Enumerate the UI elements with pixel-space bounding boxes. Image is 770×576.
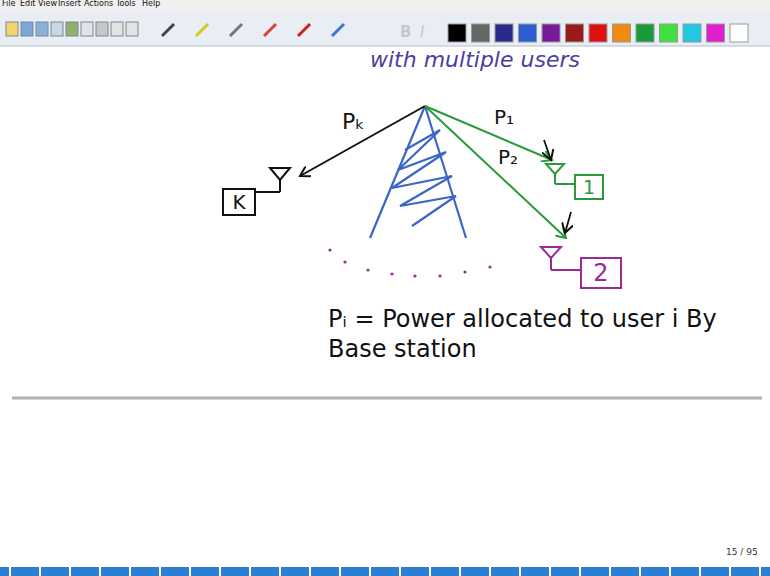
tool-icon <box>81 22 93 36</box>
user-box: 2 <box>580 257 622 289</box>
progress-tick <box>309 567 311 576</box>
base-station-tower <box>370 106 466 238</box>
menu-item: View <box>38 0 57 9</box>
toolbar-edge <box>0 46 770 47</box>
pointer-arrow <box>565 212 571 233</box>
antenna-symbol <box>541 247 580 270</box>
page-number: 15 / 95 <box>726 548 758 558</box>
menu-item: Actions <box>84 0 113 9</box>
tool-icon <box>96 22 108 36</box>
progress-tick <box>549 567 551 576</box>
user-box: 1 <box>574 174 604 200</box>
progress-tick <box>69 567 71 576</box>
color-swatch <box>660 24 678 42</box>
menu-item: Insert <box>58 0 81 9</box>
tool-icon <box>332 24 344 36</box>
toolbar <box>0 12 770 46</box>
color-swatch <box>589 24 607 42</box>
progress-tick <box>669 567 671 576</box>
color-palette <box>448 24 748 42</box>
color-swatch <box>566 24 584 42</box>
menu-item: Help <box>142 0 160 9</box>
slide-title: with multiple users <box>370 48 580 72</box>
menu-item: File <box>2 0 15 9</box>
power-label: P₁ <box>494 106 514 128</box>
tool-icon <box>162 24 174 36</box>
tool-icon <box>298 24 310 36</box>
progress-tick <box>39 567 41 576</box>
progress-tick <box>519 567 521 576</box>
color-swatch <box>472 24 490 42</box>
color-swatch <box>519 24 537 42</box>
progress-tick <box>609 567 611 576</box>
tool-icon <box>196 24 208 36</box>
color-swatch <box>495 24 513 42</box>
color-swatch <box>730 24 748 42</box>
tool-icon <box>21 22 33 36</box>
tool-icons <box>6 22 344 36</box>
progress-tick <box>429 567 431 576</box>
progress-tick <box>399 567 401 576</box>
user-box: K <box>222 188 256 216</box>
tool-icon <box>51 22 63 36</box>
user-label: 1 <box>583 176 595 198</box>
progress-tick <box>9 567 11 576</box>
progress-tick <box>369 567 371 576</box>
color-swatch <box>636 24 654 42</box>
user-label: 2 <box>593 259 608 287</box>
tool-icon <box>126 22 138 36</box>
power-arrow <box>300 106 425 176</box>
toolbar-button: B <box>400 24 411 41</box>
ellipsis-dots <box>328 248 491 277</box>
progress-tick <box>729 567 731 576</box>
progress-tick <box>99 567 101 576</box>
color-swatch <box>448 24 466 42</box>
color-swatch <box>542 24 560 42</box>
progress-tick <box>279 567 281 576</box>
tool-icon <box>111 22 123 36</box>
divider-line <box>12 397 762 400</box>
progress-tick <box>129 567 131 576</box>
power-arrow <box>425 106 552 160</box>
progress-tick <box>459 567 461 576</box>
power-arrow <box>425 106 566 238</box>
antenna-symbol <box>256 168 290 192</box>
progress-tick <box>639 567 641 576</box>
color-swatch <box>707 24 725 42</box>
menu-bar <box>0 0 770 12</box>
progress-tick <box>339 567 341 576</box>
progress-tick <box>579 567 581 576</box>
power-label: Pₖ <box>342 110 365 134</box>
color-swatch <box>613 24 631 42</box>
antenna-symbol <box>546 164 574 184</box>
power-label: P₂ <box>498 146 518 168</box>
progress-tick <box>759 567 761 576</box>
tool-icon <box>230 24 242 36</box>
progress-tick <box>219 567 221 576</box>
progress-ticks <box>10 567 760 576</box>
user-label: K <box>232 190 245 214</box>
progress-tick <box>249 567 251 576</box>
progress-tick <box>699 567 701 576</box>
progress-bar <box>0 567 770 576</box>
tool-icon <box>36 22 48 36</box>
color-swatch <box>683 24 701 42</box>
progress-tick <box>489 567 491 576</box>
progress-tick <box>189 567 191 576</box>
tool-icon <box>264 24 276 36</box>
tool-icon <box>6 22 18 36</box>
pointer-arrow <box>544 140 551 160</box>
menu-item: Edit <box>20 0 36 9</box>
toolbar-button: I <box>420 24 424 41</box>
progress-tick <box>159 567 161 576</box>
menu-item: Tools <box>116 0 136 9</box>
definition-note: Pᵢ = Power allocated to user i By Base s… <box>328 304 748 364</box>
tool-icon <box>66 22 78 36</box>
